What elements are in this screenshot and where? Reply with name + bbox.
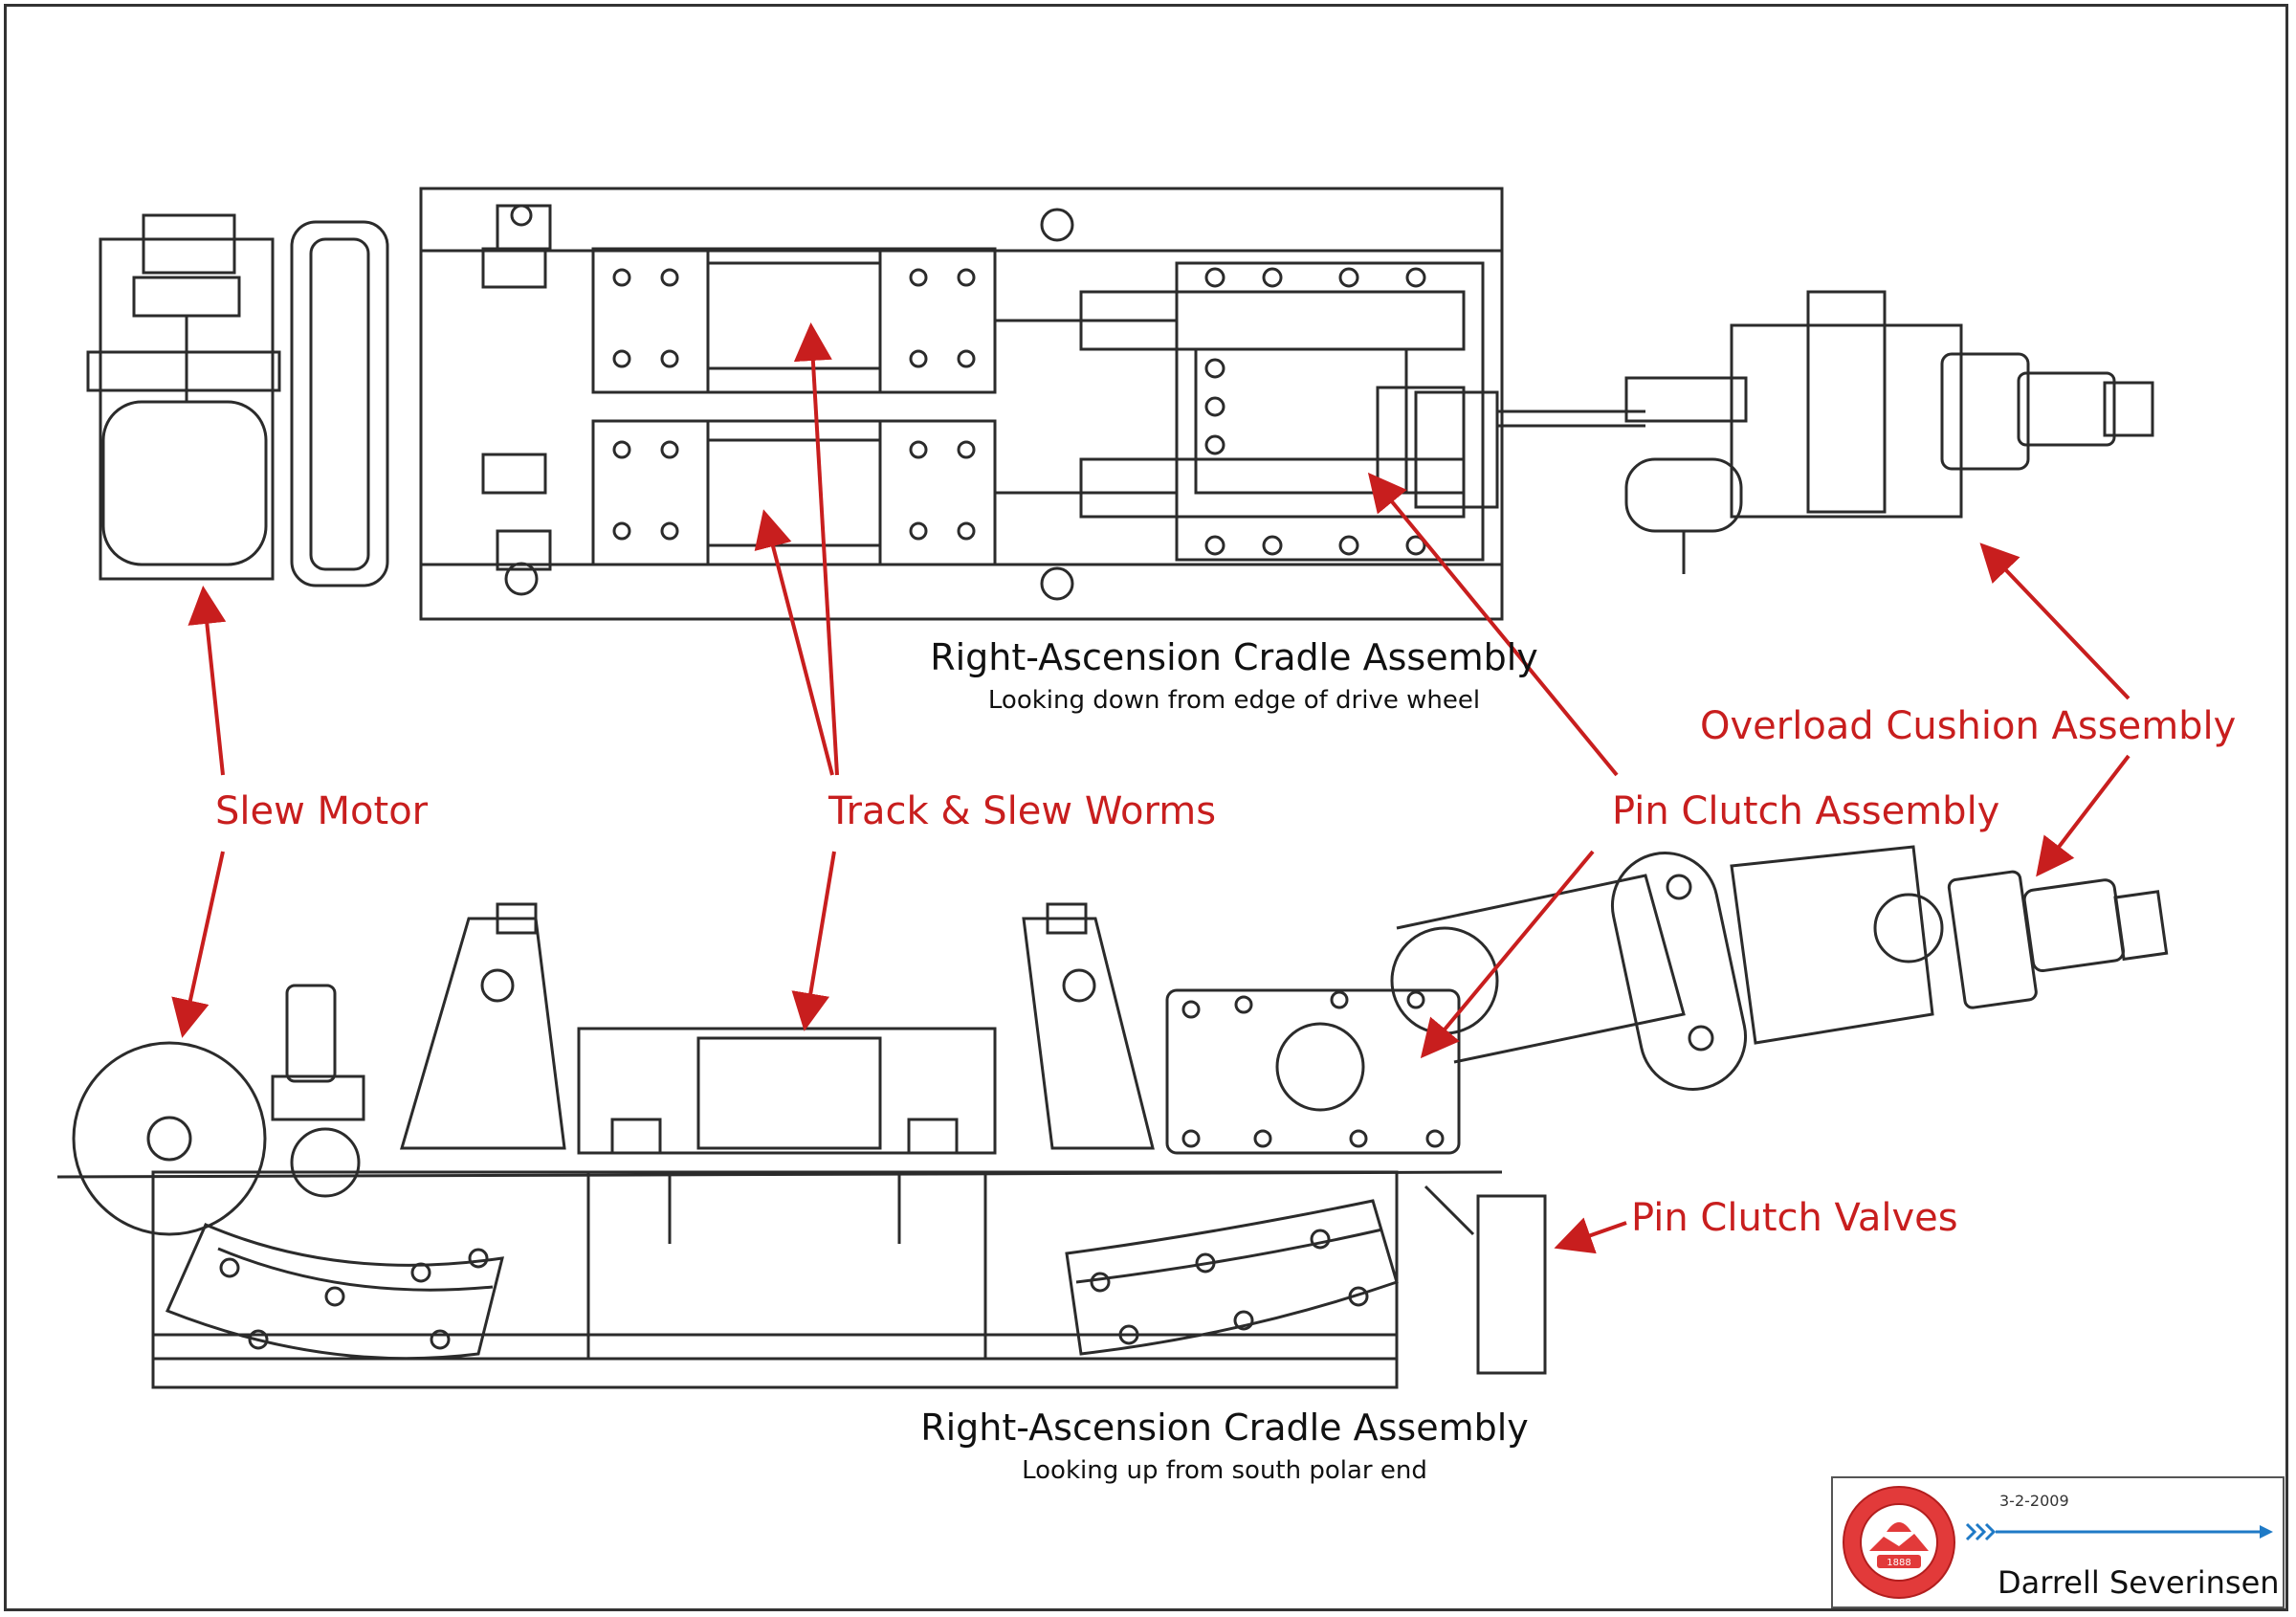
arrow-track-worms-top-2 <box>754 509 834 776</box>
callout-track-slew-worms: Track & Slew Worms <box>828 789 1217 833</box>
callout-pin-clutch-valves: Pin Clutch Valves <box>1631 1196 1958 1240</box>
arrow-pin-clutch-valves <box>1554 1217 1627 1254</box>
arrow-track-worms-top-1 <box>793 322 839 776</box>
callout-pin-clutch-assembly: Pin Clutch Assembly <box>1612 789 2000 833</box>
arrow-slew-motor-bottom <box>171 851 225 1038</box>
svg-text:1888: 1888 <box>1887 1558 1910 1568</box>
bottom-view-drawing <box>56 845 2169 1389</box>
arrow-pin-clutch-bottom <box>1420 850 1595 1059</box>
arrow-pin-clutch-top <box>1367 472 1619 777</box>
top-view-title: Right-Ascension Cradle Assembly <box>930 636 1538 678</box>
top-view-caption: Right-Ascension Cradle Assembly Looking … <box>899 636 1569 715</box>
title-block: 1888 3-2-2009 Darrell Severinsen <box>1831 1476 2285 1608</box>
top-view-bolts <box>504 204 1426 601</box>
bottom-view-caption: Right-Ascension Cradle Assembly Looking … <box>890 1407 1559 1485</box>
bottom-view-title: Right-Ascension Cradle Assembly <box>920 1407 1529 1449</box>
callout-overload-cushion-assembly: Overload Cushion Assembly <box>1700 704 2237 748</box>
arrow-overload-top <box>1979 543 2130 700</box>
top-view-drawing <box>86 187 2154 621</box>
drawing-frame <box>4 4 2288 1611</box>
arrow-overload-bottom <box>2036 754 2130 877</box>
arrow-track-worms-bottom <box>791 851 836 1031</box>
title-block-date: 3-2-2009 <box>1999 1492 2069 1510</box>
annotation-arrows <box>171 322 2130 1254</box>
title-block-author: Darrell Severinsen <box>1998 1564 2280 1601</box>
arrow-slew-motor-top <box>188 586 227 776</box>
ucsc-seal-logo: 1888 <box>1843 1486 1955 1599</box>
callout-slew-motor: Slew Motor <box>215 789 429 833</box>
bottom-view-subtitle: Looking up from south polar end <box>1022 1456 1427 1485</box>
title-block-arrow-icon <box>1965 1522 2273 1541</box>
top-view-subtitle: Looking down from edge of drive wheel <box>987 686 1481 715</box>
bottom-view-bolts <box>219 874 1714 1350</box>
